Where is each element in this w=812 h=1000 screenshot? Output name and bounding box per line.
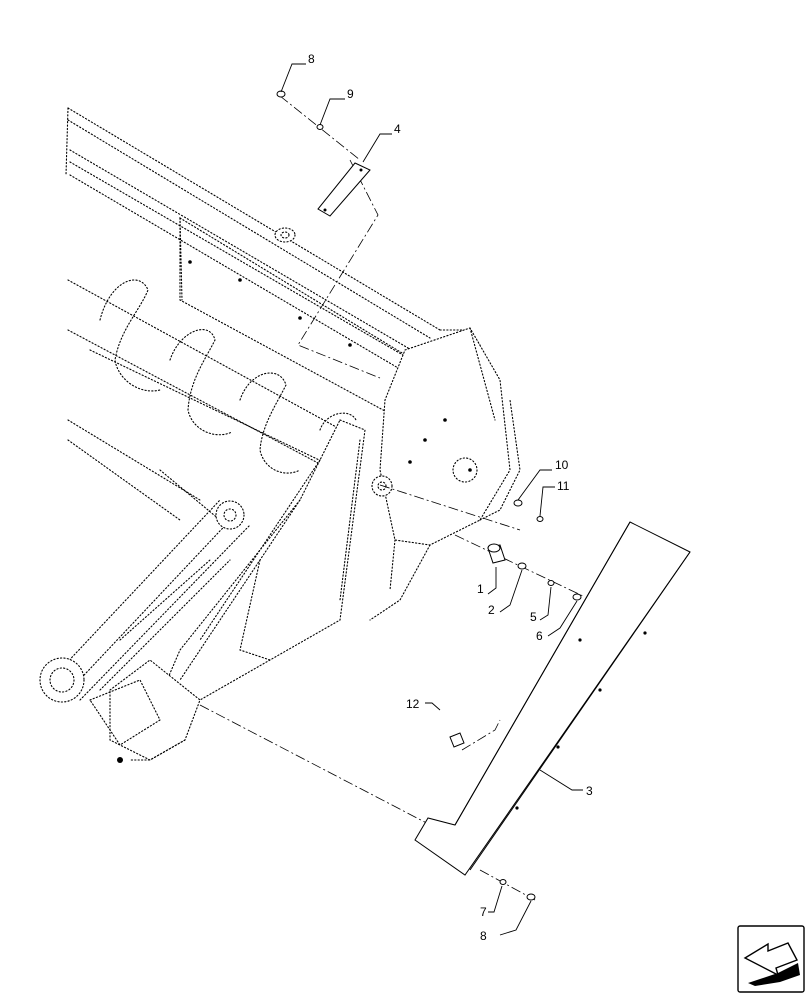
callout-numbers: 8 9 4 10 11 1 2 5 6 3 12 7 8 [308,52,593,943]
previous-page-arrow-icon[interactable] [737,925,805,993]
callout-2: 2 [488,603,495,617]
part-4-plate [317,162,371,217]
part-9-washer [316,124,324,130]
callout-8-top: 8 [308,52,315,66]
part-6-bolt [572,593,582,601]
callout-10: 10 [555,458,569,472]
part-11-bolt [536,516,544,522]
callout-8-bottom: 8 [480,929,487,943]
part-5-washer [547,580,555,586]
callout-1: 1 [477,582,484,596]
callout-7: 7 [480,905,487,919]
callout-leaders [280,63,583,936]
callout-6: 6 [536,629,543,643]
callout-11: 11 [557,479,570,493]
callout-4: 4 [394,122,401,136]
callout-3: 3 [586,784,593,798]
header-assembly [39,107,521,763]
part-3-shield [414,521,691,876]
callout-12: 12 [406,697,420,711]
callout-9: 9 [347,87,354,101]
part-7-washer [499,879,507,885]
part-10-washer [513,499,523,507]
part-8-bolt-bottom [526,893,536,901]
part-2-washer [517,562,527,570]
part-12-clip [449,732,465,748]
part-1-bushing [487,543,506,564]
callout-5: 5 [530,610,537,624]
